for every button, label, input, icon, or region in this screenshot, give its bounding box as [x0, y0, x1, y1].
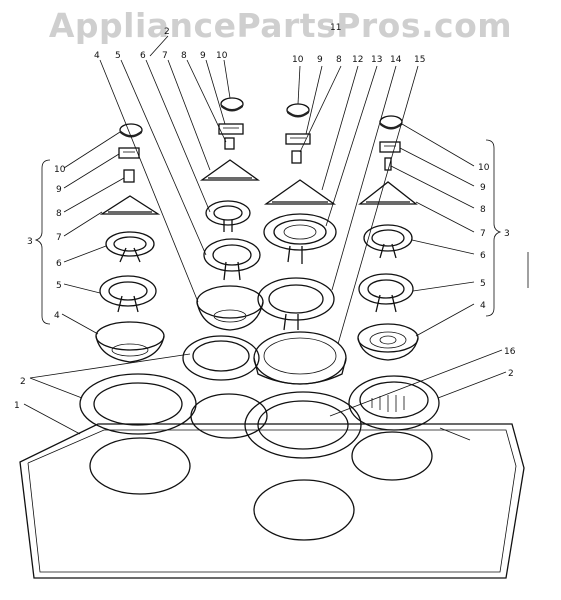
- callout-top-9b: 9: [317, 55, 323, 65]
- callout-left-5: 5: [56, 281, 62, 291]
- callout-top-8b: 8: [336, 55, 342, 65]
- callout-top-7: 7: [162, 51, 168, 61]
- knob-left: [119, 123, 143, 138]
- plate-left: [118, 147, 140, 159]
- knob-center: [220, 97, 244, 112]
- callout-group-right-3: 3: [504, 229, 510, 239]
- callout-left-4: 4: [54, 311, 60, 321]
- callout-top-6: 6: [140, 51, 146, 61]
- cooktop-panel: [19, 393, 525, 579]
- element-center-small: [205, 200, 251, 232]
- support-center: [199, 159, 261, 181]
- callout-right-5: 5: [480, 279, 486, 289]
- callout-top-10a: 10: [216, 51, 228, 61]
- trim-ring-large: [244, 391, 362, 459]
- element-right-6: [363, 224, 413, 259]
- callout-top-14: 14: [390, 55, 402, 65]
- watermark: AppliancePartsPros.com: [48, 6, 513, 45]
- callout-left-10: 10: [54, 165, 66, 175]
- plate-right: [379, 141, 401, 153]
- callout-left-6: 6: [56, 259, 62, 269]
- callout-left-8: 8: [56, 209, 62, 219]
- receptacle-left: [123, 169, 135, 183]
- callout-top-11: 11: [330, 23, 341, 33]
- drip-bowl-center: [196, 285, 264, 331]
- plate-center: [218, 123, 244, 135]
- callout-trim-16: 16: [504, 347, 516, 357]
- callout-cooktop-1: 1: [14, 401, 20, 411]
- drip-bowl-large-ring: [253, 331, 347, 385]
- element-center-medium: [203, 238, 261, 281]
- callout-top-13: 13: [371, 55, 382, 65]
- element-right-5: [358, 273, 414, 313]
- callout-top-5: 5: [115, 51, 121, 61]
- element-left-5: [99, 275, 157, 313]
- callout-top-12: 12: [352, 55, 363, 65]
- trim-ring-right: [348, 375, 440, 431]
- callout-group-left-3: 3: [27, 237, 33, 247]
- knob-right: [379, 115, 403, 130]
- support-right: [358, 181, 418, 205]
- knob-large: [286, 103, 310, 118]
- callout-top-2: 2: [164, 27, 170, 37]
- callout-rings-left-2: 2: [20, 377, 26, 387]
- drip-bowl-left: [95, 321, 165, 363]
- trim-ring-left: [79, 373, 197, 435]
- callout-top-4: 4: [94, 51, 100, 61]
- right-group-brace: [485, 139, 502, 317]
- support-large: [263, 179, 337, 205]
- receptacle-center: [224, 137, 235, 150]
- plate-large: [285, 133, 311, 145]
- callout-right-7: 7: [480, 229, 486, 239]
- callout-rings-right-2: 2: [508, 369, 514, 379]
- callout-left-7: 7: [56, 233, 62, 243]
- leader-lines: [23, 35, 507, 435]
- support-left: [99, 195, 161, 215]
- callout-top-9: 9: [200, 51, 206, 61]
- callout-top-10b: 10: [292, 55, 304, 65]
- callout-left-9: 9: [56, 185, 62, 195]
- callout-top-15: 15: [414, 55, 425, 65]
- callout-right-9: 9: [480, 183, 486, 193]
- left-group-brace: [34, 159, 51, 325]
- callout-right-4: 4: [480, 301, 486, 311]
- receptacle-large: [291, 150, 302, 164]
- callout-right-6: 6: [480, 251, 486, 261]
- element-left-6: [105, 231, 155, 263]
- callout-numbers: 4 5 6 7 8 9 10 10 9 8 12 13 14 15 11 2 1…: [14, 23, 516, 411]
- callout-top-8: 8: [181, 51, 187, 61]
- drip-bowl-right: [357, 323, 419, 361]
- callout-right-10: 10: [478, 163, 490, 173]
- element-large-lower: [257, 277, 335, 331]
- trim-ring-center: [182, 335, 260, 381]
- callout-right-8: 8: [480, 205, 486, 215]
- element-large-top: [263, 213, 337, 264]
